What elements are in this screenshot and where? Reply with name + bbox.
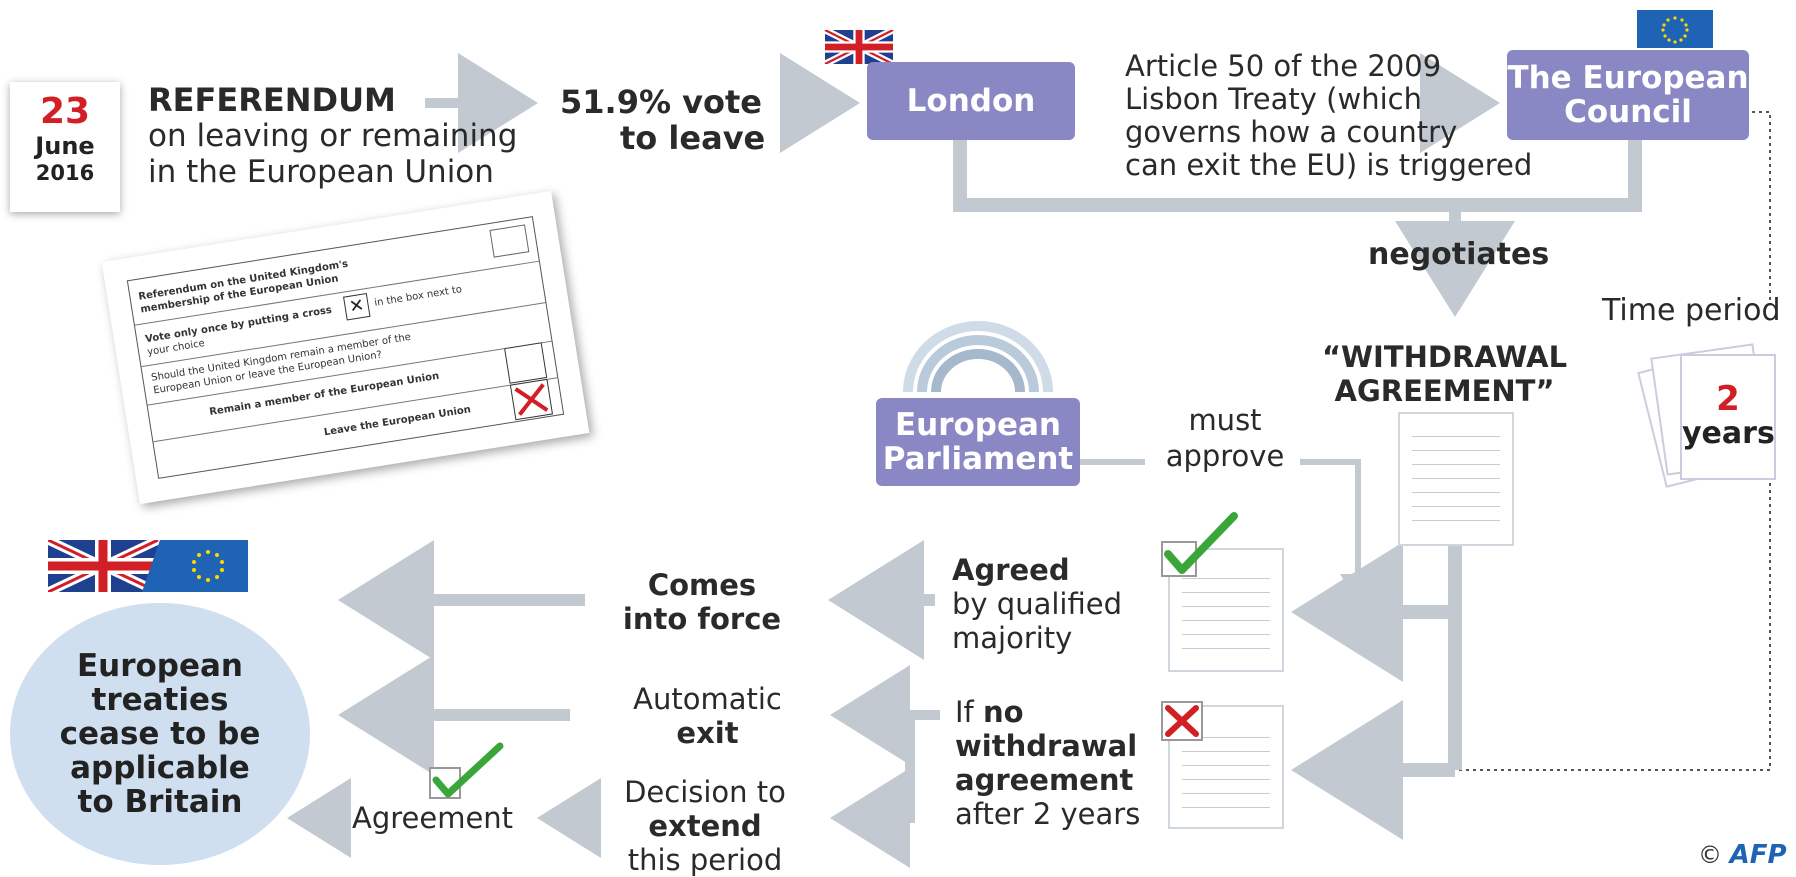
- decision-extend: Decision to extend this period: [605, 775, 805, 877]
- referendum-subtitle-2: in the European Union: [148, 154, 494, 190]
- must-approve-line2: approve: [1165, 439, 1285, 473]
- connector-approve-to-agreed: [1300, 459, 1376, 604]
- date-day: 23: [39, 91, 91, 132]
- parliament-line1: European: [894, 407, 1062, 443]
- must-approve-label: must approve: [1160, 402, 1290, 474]
- must-approve-line1: must: [1188, 403, 1262, 437]
- vote-result-line1: 51.9% vote: [560, 83, 762, 121]
- no-agreement-text: If no withdrawal agreement after 2 years: [955, 695, 1140, 831]
- referendum-block: REFERENDUM on leaving or remaining in th…: [148, 82, 517, 190]
- agreement-label: Agreement: [352, 801, 514, 835]
- agreed-text: Agreed by qualified majority: [952, 553, 1122, 655]
- no-agreement-prefix: If: [955, 695, 983, 729]
- european-parliament-box: European Parliament: [876, 398, 1080, 486]
- uk-eu-flags-icon: [48, 540, 248, 592]
- treaties-circle: European treaties cease to be applicable…: [10, 603, 310, 865]
- check-mark-icon: [1161, 512, 1238, 577]
- red-cross-icon: [1161, 701, 1203, 741]
- comes-into-force-line1: Comes: [647, 568, 757, 602]
- article50-line4: can exit the EU) is triggered: [1125, 148, 1533, 182]
- time-period-label: Time period: [1602, 293, 1781, 328]
- article50-line2: Lisbon Treaty (which: [1125, 82, 1422, 116]
- article50-text: Article 50 of the 2009 Lisbon Treaty (wh…: [1125, 50, 1532, 182]
- vote-result: 51.9% vote to leave: [560, 84, 765, 156]
- treaties-line1: European: [76, 648, 244, 684]
- withdrawal-line1: “WITHDRAWAL: [1322, 340, 1568, 374]
- london-label: London: [906, 83, 1036, 119]
- ballot-red-cross-icon: [514, 383, 549, 416]
- london-box: London: [867, 62, 1075, 140]
- withdrawal-document-icon: [1398, 412, 1514, 546]
- referendum-title: REFERENDUM: [148, 81, 396, 119]
- eu-flag-icon: [1637, 10, 1713, 48]
- ballot-leave-box: [509, 378, 554, 421]
- date-year: 2016: [35, 161, 95, 185]
- agreed-line2: by qualified: [952, 587, 1122, 621]
- copyright-symbol: ©: [1698, 841, 1722, 869]
- time-period-dotted-line-lower: [1455, 455, 1771, 771]
- decision-extend-line1: Decision to: [624, 775, 786, 809]
- vote-result-line2: to leave: [620, 119, 766, 157]
- agreed-bold: Agreed: [952, 553, 1070, 587]
- ballot-paper: Referendum on the United Kingdom's membe…: [101, 190, 590, 505]
- european-council-box: The European Council: [1507, 50, 1749, 140]
- treaties-line4: applicable: [70, 750, 250, 786]
- withdrawal-agreement-title: “WITHDRAWAL AGREEMENT”: [1322, 340, 1567, 408]
- afp-credit: © AFP: [1698, 840, 1787, 870]
- comes-into-force: Comes into force: [602, 568, 802, 636]
- no-agreement-bold3: agreement: [955, 763, 1134, 797]
- no-agreement-bold1: no: [982, 695, 1024, 729]
- ballot-option-leave: Leave the European Union: [323, 404, 472, 439]
- ballot-remain-box: [504, 342, 548, 384]
- treaties-line5: to Britain: [77, 784, 243, 820]
- agreement-check-icon: [429, 742, 504, 799]
- no-agreement-bold2: withdrawal: [955, 729, 1138, 763]
- ballot-logo-box: [489, 224, 530, 258]
- comes-into-force-line2: into force: [622, 602, 782, 636]
- council-line1: The European: [1507, 60, 1749, 96]
- date-month: June: [35, 132, 95, 160]
- treaties-line3: cease to be: [59, 716, 261, 752]
- parliament-arch-icon: [903, 321, 1053, 392]
- time-period-dotted-line: [1640, 111, 1771, 305]
- agreed-line3: majority: [952, 621, 1073, 655]
- calendar-icon: 2 years: [1637, 340, 1776, 490]
- treaties-line2: treaties: [91, 682, 229, 718]
- article50-line1: Article 50 of the 2009: [1125, 49, 1442, 83]
- negotiates-label: negotiates: [1368, 237, 1550, 272]
- time-period-number: 2: [1716, 379, 1740, 419]
- afp-logo: AFP: [1729, 840, 1787, 870]
- uk-flag-icon: [823, 30, 895, 64]
- date-card: 23 June 2016: [10, 82, 120, 212]
- council-line2: Council: [1564, 94, 1692, 130]
- ballot-example-cross-icon: ✕: [343, 293, 371, 321]
- automatic-exit: Automatic exit: [610, 682, 805, 750]
- article50-line3: governs how a country: [1125, 115, 1458, 149]
- withdrawal-line2: AGREEMENT”: [1334, 374, 1555, 408]
- negotiation-bracket: [953, 140, 1642, 212]
- ballot-instruction-2: in the box next to: [373, 284, 463, 309]
- automatic-exit-line1: Automatic: [633, 682, 782, 716]
- parliament-line2: Parliament: [882, 441, 1074, 477]
- decision-extend-line3: this period: [627, 843, 783, 877]
- automatic-exit-line2: exit: [676, 716, 739, 750]
- time-period-unit: years: [1682, 416, 1775, 451]
- decision-extend-bold: extend: [648, 809, 762, 843]
- bracket-no-agreement-split: [830, 710, 940, 868]
- no-agreement-line4: after 2 years: [955, 797, 1141, 831]
- referendum-subtitle-1: on leaving or remaining: [148, 118, 518, 154]
